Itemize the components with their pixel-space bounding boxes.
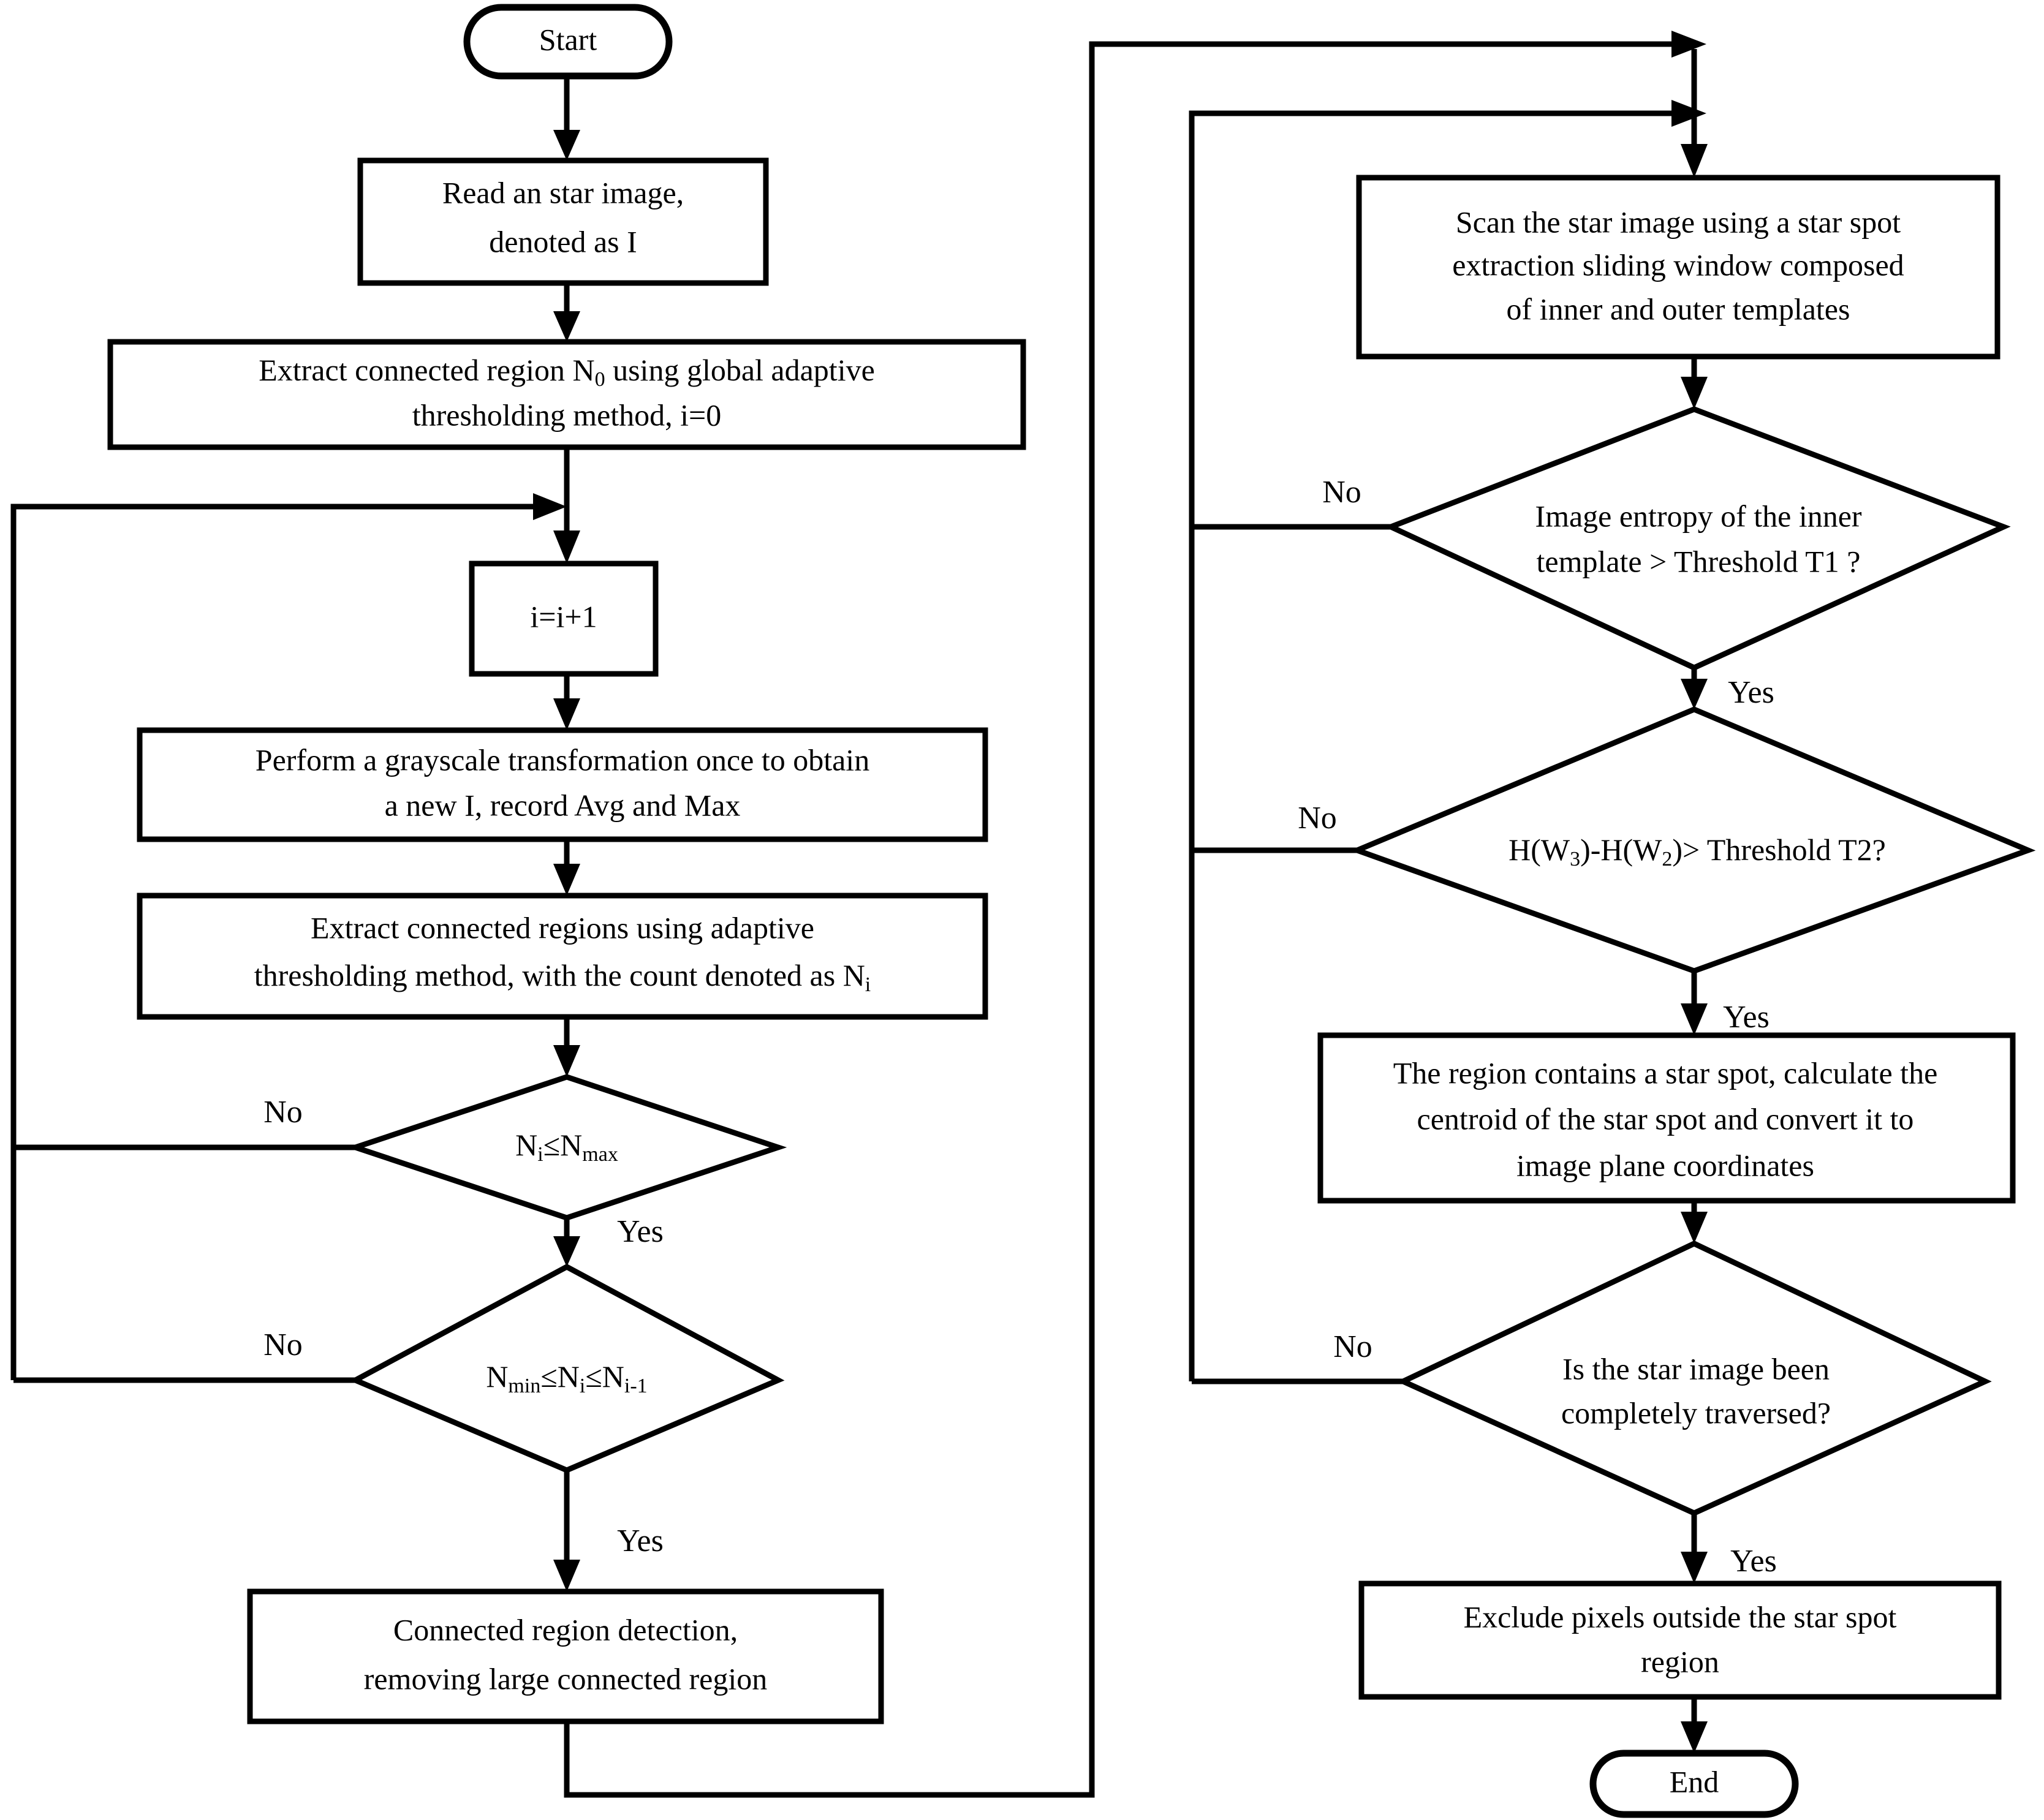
node-exclude-line2: region <box>1641 1644 1719 1678</box>
node-cond-traversed-line2: completely traversed? <box>1561 1395 1831 1430</box>
node-extract-adaptive-line2a: thresholding method, with the count deno… <box>254 958 865 992</box>
label-no-entropy: No <box>1322 475 1361 510</box>
node-read-image[interactable]: Read an star image, denoted as I <box>357 157 769 286</box>
label-no-traversed: No <box>1333 1329 1372 1364</box>
node-end-label: End <box>1670 1764 1719 1799</box>
cond-nmax-op: ≤ <box>543 1128 560 1162</box>
label-yes-entropy: Yes <box>1728 675 1774 710</box>
edge-exclude-to-end <box>1681 1696 1708 1753</box>
edge-grayscale-to-extract-adaptive <box>553 839 580 896</box>
node-cond-entropy-line2: template > Threshold T1 ? <box>1536 544 1860 578</box>
cond-nrange-b: N <box>558 1359 580 1394</box>
label-yes-traversed: Yes <box>1730 1544 1777 1579</box>
node-extract-global-sub: 0 <box>595 368 605 391</box>
svg-text:thresholding method, with the: thresholding method, with the count deno… <box>254 958 871 995</box>
edge-loop-entry-to-scan <box>1681 49 1708 178</box>
node-extract-adaptive-line1: Extract connected regions using adaptive <box>311 910 814 945</box>
node-scan-line1: Scan the star image using a star spot <box>1456 205 1901 239</box>
node-start[interactable]: Start <box>463 4 673 80</box>
edge-scan-to-cond-entropy <box>1681 357 1708 409</box>
label-yes-nrange: Yes <box>617 1524 664 1558</box>
node-centroid-line3: image plane coordinates <box>1516 1148 1814 1182</box>
node-read-image-line1: Read an star image, <box>442 175 684 210</box>
node-centroid-line2: centroid of the star spot and convert it… <box>1417 1101 1914 1136</box>
cond-nmax-a: N <box>515 1128 537 1162</box>
node-exclude-pixels[interactable]: Exclude pixels outside the star spot reg… <box>1358 1580 2002 1700</box>
node-scan-window[interactable]: Scan the star image using a star spot ex… <box>1356 175 2000 360</box>
edge-read-to-extract-global <box>553 283 580 342</box>
node-centroid[interactable]: The region contains a star spot, calcula… <box>1317 1032 2016 1204</box>
cond-nrange-a: N <box>486 1359 508 1394</box>
node-extract-adaptive-sub: i <box>865 973 871 996</box>
node-increment[interactable]: i=i+1 <box>469 561 659 677</box>
node-extract-global[interactable]: Extract connected region N0 using global… <box>107 339 1026 450</box>
edge-centroid-to-cond-traversed <box>1681 1201 1708 1244</box>
edge-left-loopback <box>10 493 567 1380</box>
node-cond-entropy-line1: Image entropy of the inner <box>1535 499 1861 533</box>
node-cond-nrange[interactable]: Nmin≤Ni≤Ni-1 <box>349 1263 785 1473</box>
node-extract-global-line1b: using global adaptive <box>605 353 875 387</box>
label-yes-hw: Yes <box>1723 1000 1770 1035</box>
cond-hw-b: )-H(W <box>1580 833 1662 867</box>
cond-nmax-b: N <box>560 1128 582 1162</box>
node-grayscale-line1: Perform a grayscale transformation once … <box>255 742 869 777</box>
node-region-detect[interactable]: Connected region detection, removing lar… <box>247 1588 884 1724</box>
node-exclude-line1: Exclude pixels outside the star spot <box>1464 1599 1897 1634</box>
label-no-hw: No <box>1298 801 1337 836</box>
node-cond-traversed[interactable]: Is the star image been completely traver… <box>1396 1240 1992 1516</box>
cond-nrange-c: N <box>602 1359 624 1394</box>
node-cond-hw[interactable]: H(W3)-H(W2)> Threshold T2? <box>1349 706 2036 974</box>
node-end[interactable]: End <box>1589 1750 1799 1818</box>
cond-nrange-op2: ≤ <box>585 1359 602 1394</box>
node-extract-global-line1a: Extract connected region N <box>259 353 594 387</box>
label-no-nrange: No <box>263 1327 303 1362</box>
cond-hw-a-sub: 3 <box>1570 848 1580 870</box>
edge-region-detect-to-right-column <box>564 31 1706 1798</box>
node-scan-line2: extraction sliding window composed <box>1452 247 1904 282</box>
label-yes-nmax: Yes <box>617 1214 664 1249</box>
cond-nrange-op1: ≤ <box>540 1359 557 1394</box>
node-extract-adaptive[interactable]: Extract connected regions using adaptive… <box>137 893 988 1020</box>
edge-cond-entropy-yes <box>1681 668 1708 709</box>
node-read-image-line2: denoted as I <box>489 224 637 259</box>
edge-right-no-bus <box>1189 100 1706 1381</box>
cond-nrange-a-sub: min <box>508 1375 540 1397</box>
node-region-detect-line2: removing large connected region <box>364 1661 768 1696</box>
node-grayscale-line2: a new I, record Avg and Max <box>385 788 741 822</box>
cond-hw-c: )> Threshold T2? <box>1672 833 1886 867</box>
node-cond-entropy[interactable]: Image entropy of the inner template > Th… <box>1383 406 2011 671</box>
node-increment-label: i=i+1 <box>530 599 597 633</box>
svg-text:Ni≤Nmax: Ni≤Nmax <box>515 1128 618 1165</box>
node-grayscale[interactable]: Perform a grayscale transformation once … <box>137 727 988 842</box>
svg-text:Nmin≤Ni≤Ni-1: Nmin≤Ni≤Ni-1 <box>486 1359 647 1397</box>
edge-increment-to-grayscale <box>553 674 580 730</box>
cond-hw-b-sub: 2 <box>1662 848 1672 870</box>
node-scan-line3: of inner and outer templates <box>1507 292 1850 326</box>
node-start-label: Start <box>539 22 597 56</box>
node-centroid-line1: The region contains a star spot, calcula… <box>1393 1055 1938 1090</box>
node-region-detect-line1: Connected region detection, <box>393 1612 738 1647</box>
cond-nmax-b-sub: max <box>582 1143 618 1166</box>
node-cond-nmax[interactable]: Ni≤Nmax <box>346 1074 787 1221</box>
edge-cond-hw-yes <box>1681 971 1708 1035</box>
edge-extract-adaptive-to-cond-nmax <box>553 1017 580 1077</box>
node-cond-traversed-line1: Is the star image been <box>1562 1351 1830 1386</box>
cond-nrange-c-sub: i-1 <box>624 1375 648 1397</box>
node-extract-global-line2: thresholding method, i=0 <box>412 398 722 432</box>
edge-cond-nrange-yes <box>553 1470 580 1592</box>
svg-text:Extract connected region N0 us: Extract connected region N0 using global… <box>259 353 875 390</box>
label-no-nmax: No <box>263 1095 303 1130</box>
cond-nmax-a-sub: i <box>537 1143 543 1166</box>
edge-cond-nmax-yes <box>553 1216 580 1267</box>
cond-nrange-b-sub: i <box>580 1375 585 1397</box>
edge-extract-global-to-increment <box>553 447 580 564</box>
cond-hw-a: H(W <box>1508 833 1570 867</box>
edge-start-to-read <box>553 75 580 160</box>
svg-text:H(W3)-H(W2)> Threshold T2?: H(W3)-H(W2)> Threshold T2? <box>1508 833 1886 870</box>
